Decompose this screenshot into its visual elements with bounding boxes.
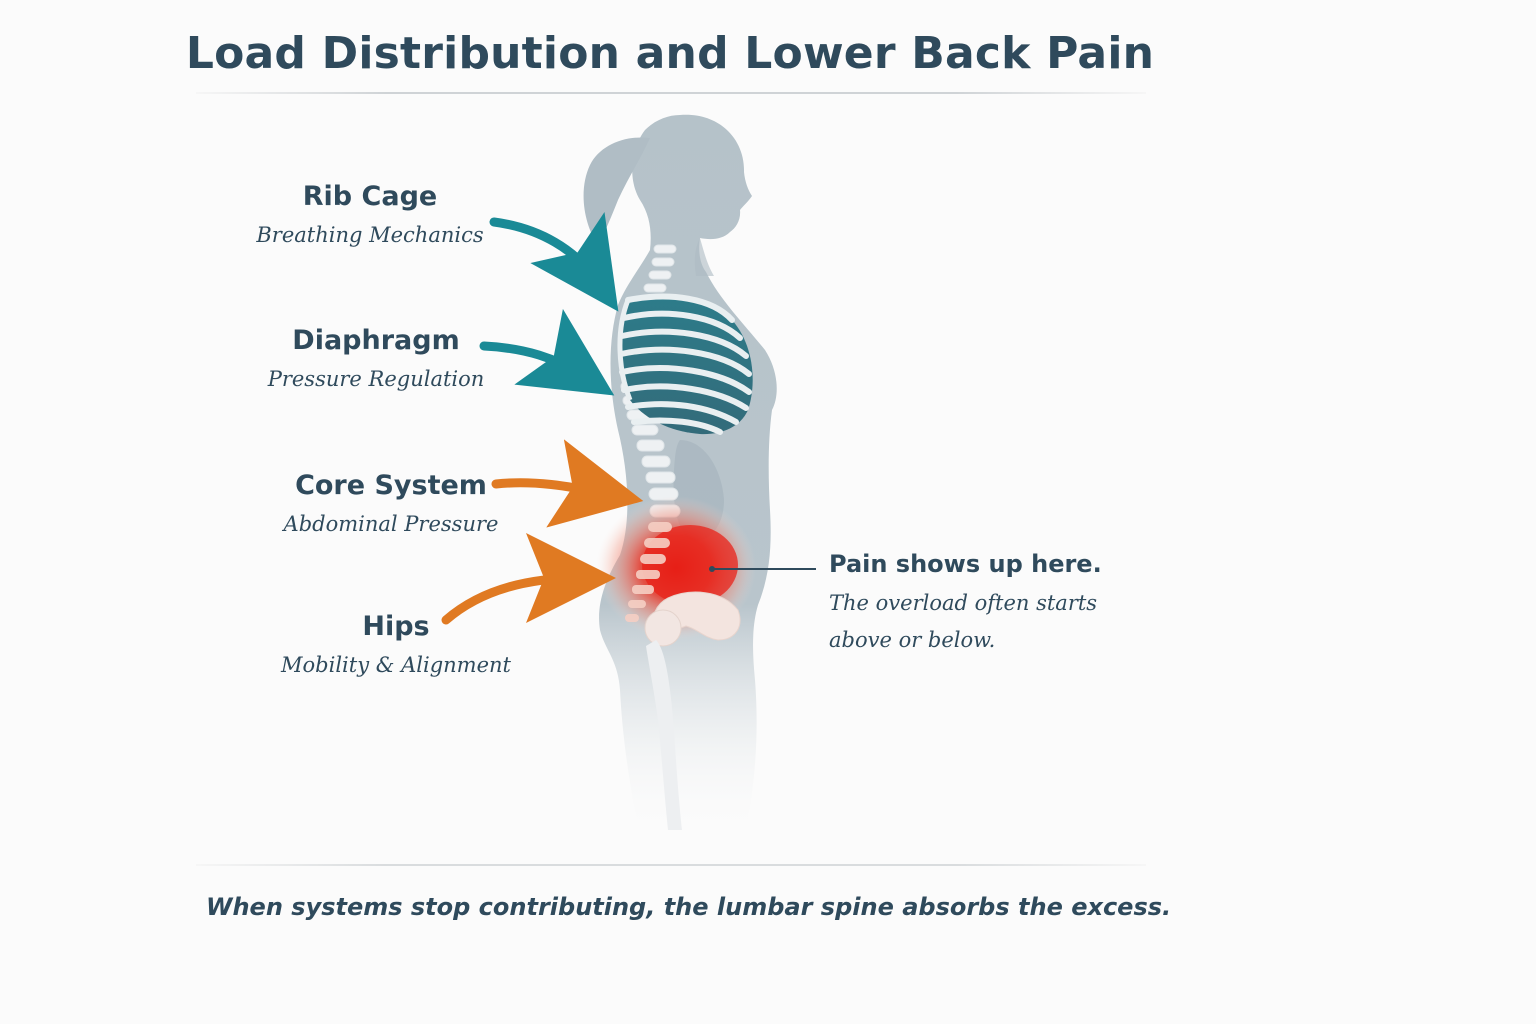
pain-callout-heading: Pain shows up here.	[829, 550, 1102, 578]
title-divider	[196, 92, 1146, 94]
label-rib-cage: Rib Cage Breathing Mechanics	[230, 180, 510, 250]
footer-caption: When systems stop contributing, the lumb…	[206, 893, 1172, 921]
hips-heading: Hips	[362, 611, 430, 642]
core-system-heading: Core System	[295, 470, 487, 501]
core-system-arrow	[491, 439, 644, 528]
rib-cage-heading: Rib Cage	[302, 181, 438, 212]
core-system-subheading: Abdominal Pressure	[283, 512, 499, 536]
rib-cage-subheading: Breathing Mechanics	[256, 223, 484, 247]
pain-callout: Pain shows up here. The overload often s…	[829, 548, 1129, 659]
pain-callout-text: The overload often starts above or below…	[829, 585, 1129, 659]
hips-subheading: Mobility & Alignment	[281, 653, 511, 677]
body-silhouette	[583, 114, 777, 835]
pelvis-and-femur	[644, 591, 741, 830]
rib-cage-arrow	[489, 212, 619, 312]
footer-divider	[196, 864, 1146, 866]
label-core-system: Core System Abdominal Pressure	[246, 469, 536, 539]
pain-callout-line-2: above or below.	[829, 628, 996, 652]
label-hips: Hips Mobility & Alignment	[256, 610, 536, 680]
rib-cage	[617, 293, 753, 435]
diaphragm-subheading: Pressure Regulation	[267, 367, 485, 391]
diaphragm-heading: Diaphragm	[292, 325, 460, 356]
label-diaphragm: Diaphragm Pressure Regulation	[236, 324, 516, 394]
diaphragm-arrow	[479, 308, 615, 396]
hips-arrow	[441, 533, 616, 625]
pain-callout-line-1: The overload often starts	[829, 591, 1098, 615]
diagram-title: Load Distribution and Lower Back Pain	[185, 28, 1155, 79]
